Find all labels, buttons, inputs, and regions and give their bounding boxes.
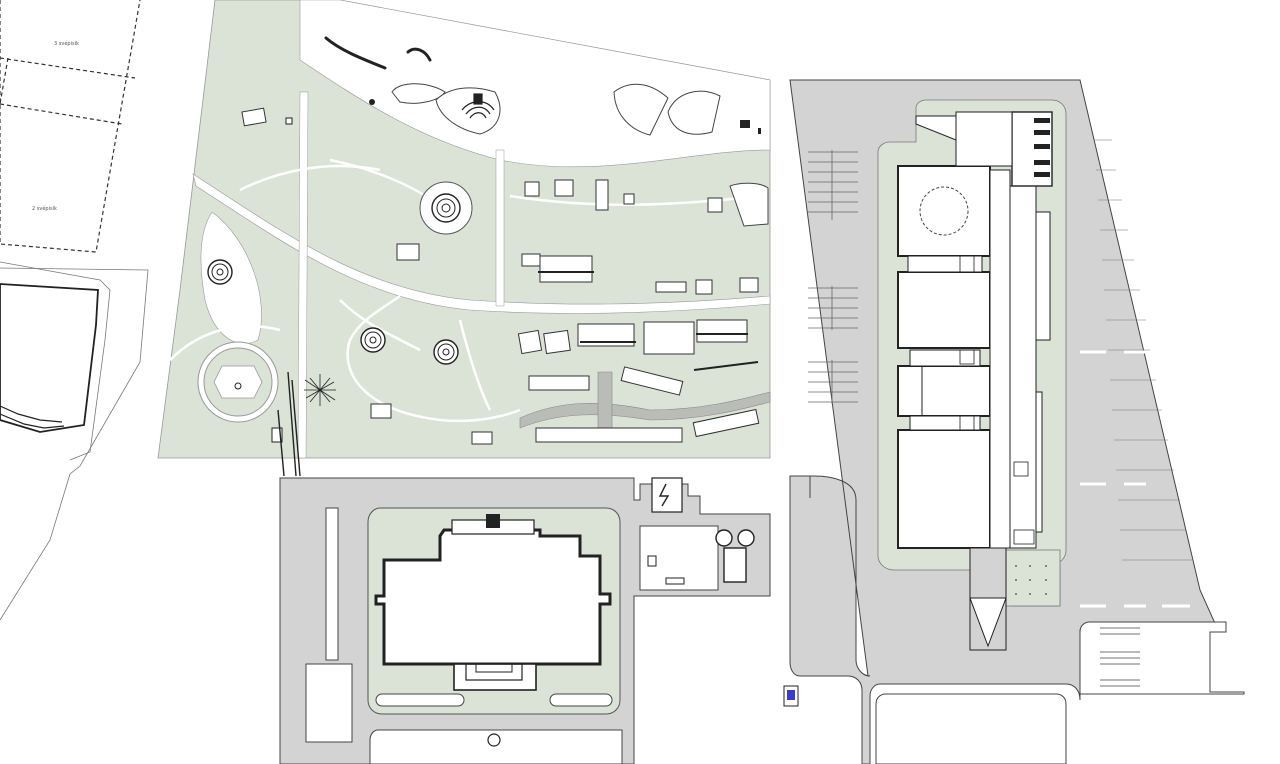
fountains (207, 181, 473, 365)
plaza-shapes (391, 83, 769, 227)
fountain-icon (207, 259, 233, 285)
fountain-icon (360, 327, 386, 353)
factory-complex (877, 99, 1067, 651)
parking-stripes-right (1080, 139, 1192, 608)
circular-plaza (197, 341, 279, 423)
plot-label-3: 3 svépisík (54, 40, 79, 47)
cadastral-plots (0, 0, 141, 253)
plot-boundary-1 (0, 0, 141, 253)
cadastral-lines (0, 261, 149, 621)
park-structures (241, 107, 760, 445)
fountain-icon (419, 181, 473, 235)
main-building (374, 514, 612, 691)
plot-boundary-2 (0, 57, 136, 79)
plot-boundary-4 (0, 57, 9, 105)
amphitheatre (461, 93, 495, 119)
dark-bars (538, 271, 759, 371)
left-building (0, 283, 99, 433)
south-park-lines (277, 371, 301, 477)
tree-icon (304, 374, 336, 406)
utility-area (639, 477, 755, 591)
plot-label-2: 2 svépisík (32, 205, 57, 212)
plot-boundary-3 (0, 103, 123, 125)
fountain-icon (433, 339, 459, 365)
parking-icon (808, 150, 858, 404)
park-small-icons (271, 99, 761, 443)
park-feature-lines (324, 36, 432, 70)
substation-icon (651, 477, 683, 513)
parking-stripes-bottom (1100, 627, 1140, 687)
